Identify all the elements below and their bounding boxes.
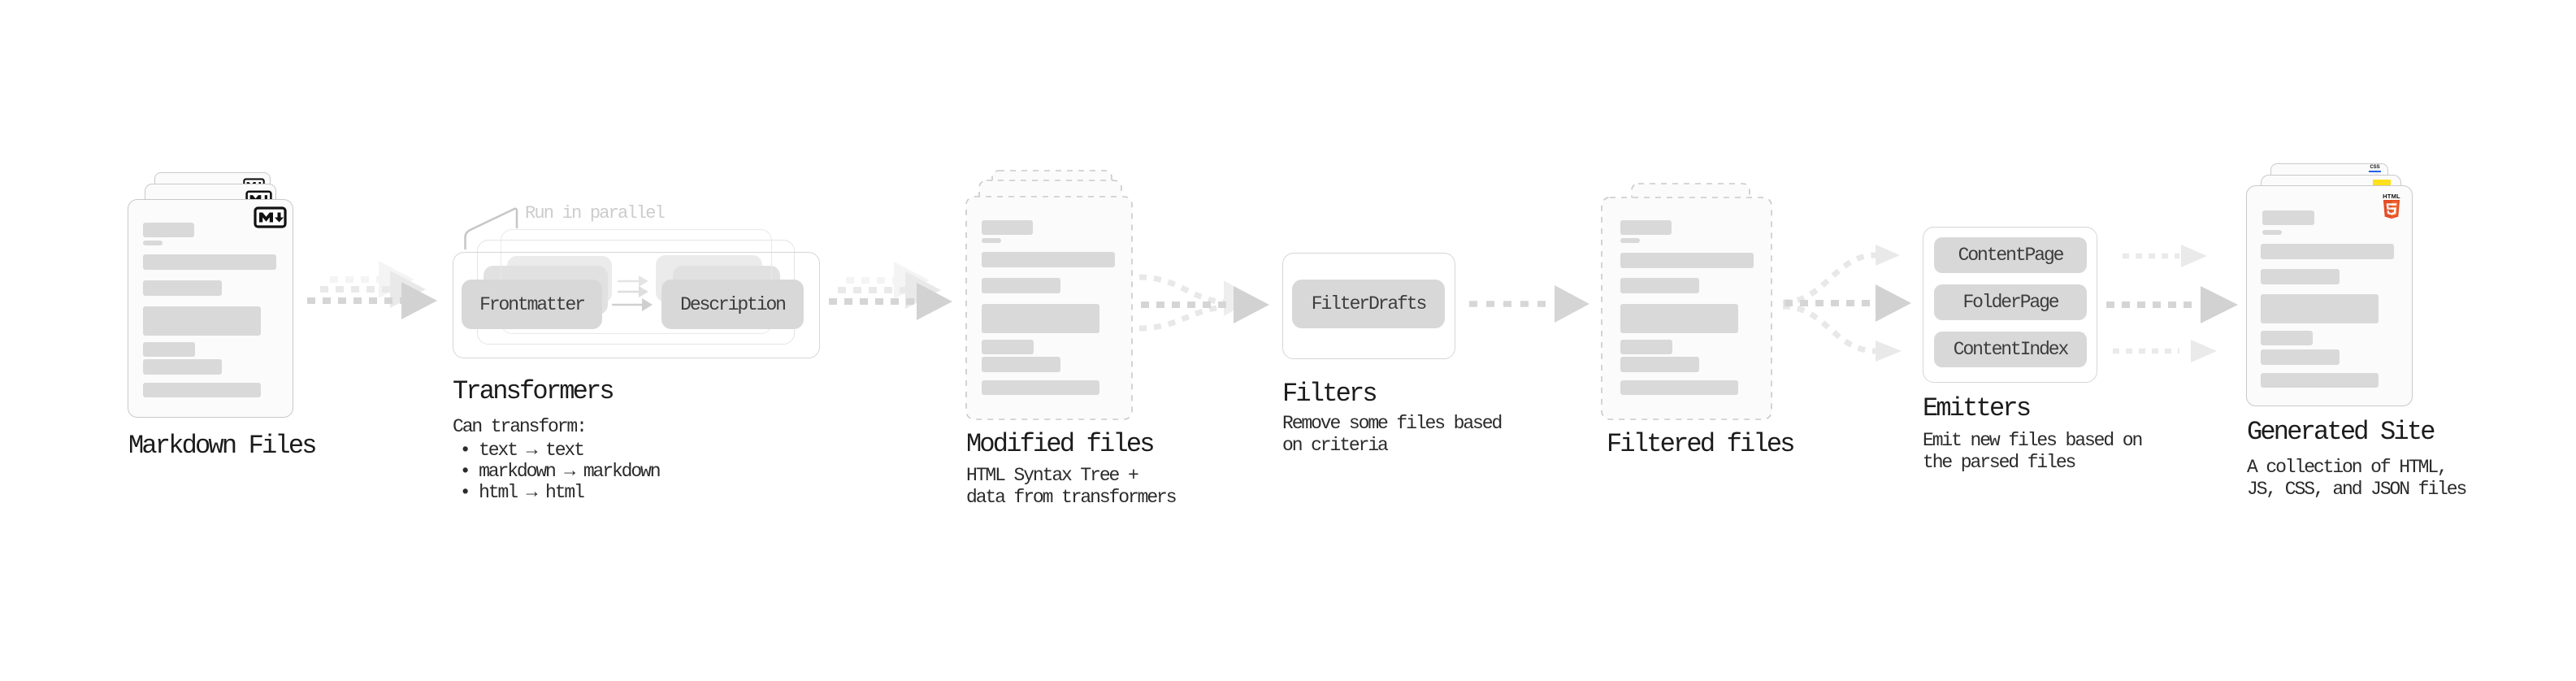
svg-text:HTML: HTML bbox=[2383, 193, 2400, 200]
